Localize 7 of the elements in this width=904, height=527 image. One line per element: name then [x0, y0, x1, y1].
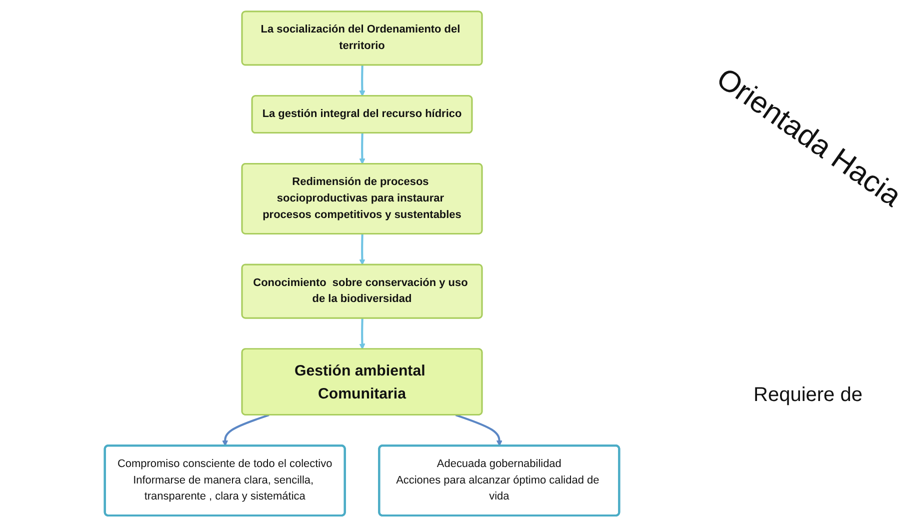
- note-text: Requiere de: [754, 384, 862, 406]
- arrow: [359, 318, 366, 350]
- arrow: [455, 414, 502, 446]
- arrow: [359, 65, 366, 96]
- arrow: [359, 234, 366, 266]
- arrow: [222, 414, 270, 446]
- arrow: [359, 133, 366, 164]
